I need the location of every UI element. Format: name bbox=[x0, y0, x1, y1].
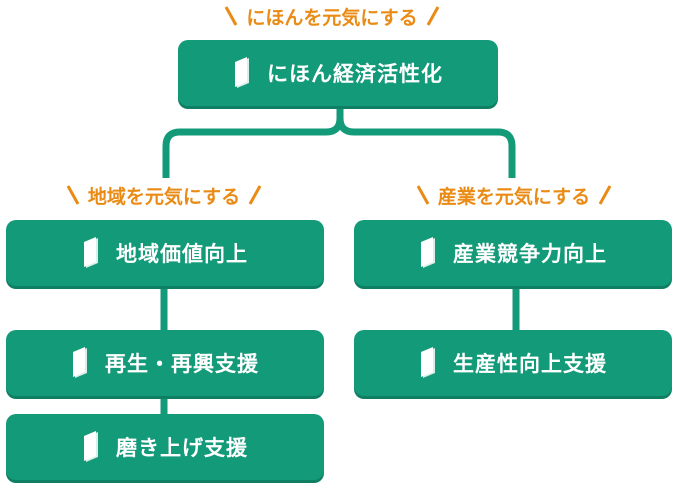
root-caption-text: にほんを元気にする bbox=[246, 6, 418, 29]
left-emphasis-slash-icon bbox=[66, 185, 80, 205]
branch-caption-text: 地域を元気にする bbox=[87, 185, 241, 208]
root-node: にほん経済活性化 bbox=[178, 40, 498, 106]
page-icon bbox=[73, 347, 87, 378]
branch-caption-regional: 地域を元気にする bbox=[14, 181, 314, 209]
node-label: 再生・再興支援 bbox=[105, 352, 259, 376]
node-label: 磨き上げ支援 bbox=[116, 436, 248, 460]
page-icon bbox=[421, 347, 435, 378]
node-revitalization-support: 再生・再興支援 bbox=[6, 330, 324, 396]
node-label: 生産性向上支援 bbox=[453, 352, 607, 376]
page-icon bbox=[421, 237, 435, 268]
root-caption: にほんを元気にする bbox=[178, 2, 486, 30]
node-label: 地域価値向上 bbox=[116, 242, 248, 266]
left-emphasis-slash-icon bbox=[416, 185, 430, 205]
node-refinement-support: 磨き上げ支援 bbox=[6, 414, 324, 480]
right-emphasis-slash-icon bbox=[426, 6, 439, 26]
node-industrial-competitiveness: 産業競争力向上 bbox=[354, 220, 672, 286]
right-emphasis-slash-icon bbox=[598, 185, 612, 205]
node-regional-value: 地域価値向上 bbox=[6, 220, 324, 286]
branch-caption-text: 産業を元気にする bbox=[437, 185, 591, 208]
left-emphasis-slash-icon bbox=[225, 6, 238, 26]
right-emphasis-slash-icon bbox=[248, 185, 262, 205]
node-productivity-support: 生産性向上支援 bbox=[354, 330, 672, 396]
node-label: 産業競争力向上 bbox=[453, 242, 607, 266]
branch-caption-industry: 産業を元気にする bbox=[364, 181, 664, 209]
page-icon bbox=[235, 57, 249, 88]
page-icon bbox=[84, 431, 98, 462]
root-node-label: にほん経済活性化 bbox=[267, 62, 443, 86]
page-icon bbox=[84, 237, 98, 268]
